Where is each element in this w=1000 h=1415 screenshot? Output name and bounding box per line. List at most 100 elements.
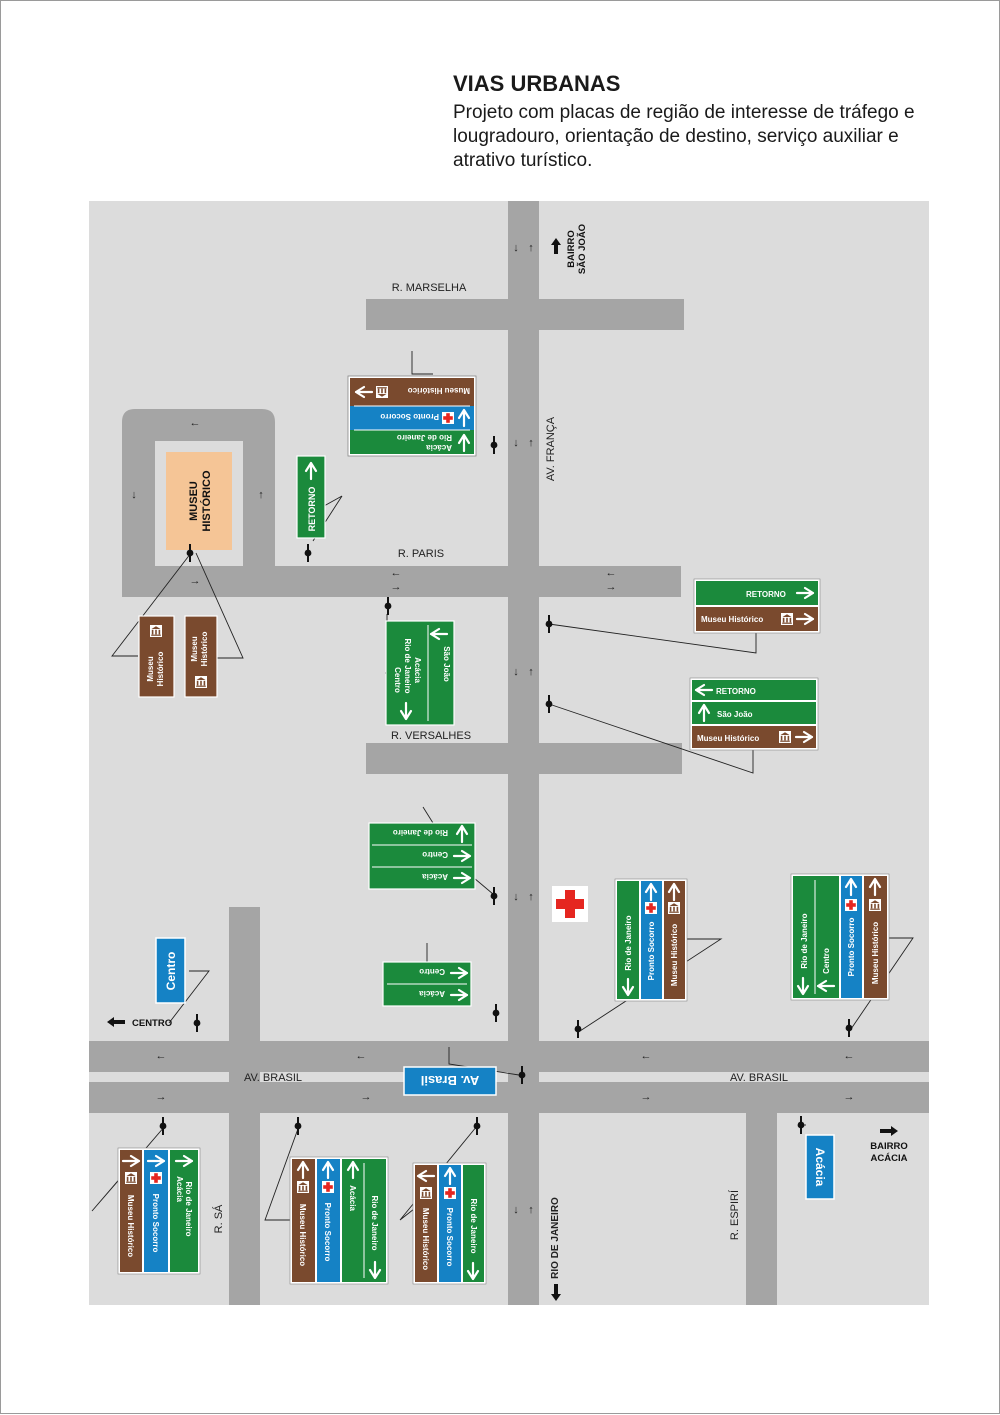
sign-s1-line3: Pronto Socorro xyxy=(380,412,439,421)
sign-bottom-right: Museu Histórico Pronto Socorro Rio de Ja… xyxy=(412,1162,487,1285)
sign-s8-centro: Centro xyxy=(419,967,445,976)
svg-text:←: ← xyxy=(606,567,617,579)
svg-text:↑: ↑ xyxy=(528,437,534,449)
street-franca: AV. FRANÇA xyxy=(545,416,557,481)
sign-three-row: RETORNO São João Museu Histórico xyxy=(689,677,819,751)
loop-road xyxy=(122,409,681,597)
svg-text:↑: ↑ xyxy=(258,489,264,501)
street-names: R. MARSELHA R. PARIS R. VERSALHES AV. BR… xyxy=(212,282,788,1279)
svg-text:←: ← xyxy=(391,567,402,579)
sign-s14-acacia: Acácia xyxy=(348,1185,357,1211)
sign-bottom-middle: Museu Histórico Pronto Socorro Acácia Ri… xyxy=(289,1156,389,1285)
west-arrow-icon xyxy=(107,1017,125,1027)
sign-acacia-blue: Acácia xyxy=(805,1134,835,1200)
street-sa: R. SÁ xyxy=(212,1204,225,1233)
sign-versalhes-upside: Acácia Centro Rio de Janeiro xyxy=(368,822,476,890)
svg-text:→: → xyxy=(156,1091,167,1103)
region-markers: BAIRRO SÃO JOÃO CENTRO BAIRRO ACÁCIA xyxy=(107,224,908,1301)
svg-text:←: ← xyxy=(190,417,201,429)
svg-text:↓: ↓ xyxy=(131,489,137,501)
sign-paris-vertical: São João Acácia Rio de Janeiro Centro xyxy=(385,620,455,726)
sign-s5-museu: Museu Histórico xyxy=(701,615,763,624)
sign-s12-text: Av. Brasil xyxy=(421,1073,480,1088)
sign-s4-acacia: Acácia xyxy=(413,657,422,683)
sign-s13-rio: Rio de Janeiro xyxy=(184,1181,193,1236)
region-acacia-2: ACÁCIA xyxy=(871,1153,908,1164)
sign-brasil-upside: Acácia Centro xyxy=(382,961,472,1007)
sign-av-brasil: Av. Brasil xyxy=(403,1066,497,1096)
region-centro: CENTRO xyxy=(132,1018,172,1029)
svg-text:→: → xyxy=(190,575,201,587)
sign-s11-centro: Centro xyxy=(822,948,831,974)
svg-text:←: ← xyxy=(641,1050,652,1062)
svg-text:↑: ↑ xyxy=(528,666,534,678)
sign-retorno-museu: RETORNO Museu Histórico xyxy=(693,578,821,634)
sign-museum-l-1: Museu xyxy=(146,656,155,681)
sign-s11-museu: Museu Histórico xyxy=(871,922,880,984)
sign-s9-centro: Centro xyxy=(164,952,178,991)
page-title: VIAS URBANAS xyxy=(453,71,621,96)
svg-text:↓: ↓ xyxy=(513,666,519,678)
leader-lines xyxy=(91,351,914,1221)
sign-s4-rio: Rio de Janeiro xyxy=(403,638,412,693)
sign-museum-right: Museu Histórico xyxy=(184,615,218,698)
region-sao-joao-1: BAIRRO xyxy=(566,230,577,267)
street-brasil-right: AV. BRASIL xyxy=(730,1072,788,1084)
sign-s15-ps: Pronto Socorro xyxy=(445,1208,454,1267)
sign-s13-museu: Museu Histórico xyxy=(126,1195,135,1257)
north-arrow-icon xyxy=(551,238,561,254)
sign-s11-ps: Pronto Socorro xyxy=(847,918,856,977)
sign-s6-museu: Museu Histórico xyxy=(697,734,759,743)
sign-s15-rio: Rio de Janeiro xyxy=(469,1198,478,1253)
svg-text:→: → xyxy=(391,581,402,593)
sign-museum-r-1: Museu xyxy=(190,636,199,661)
museum-building xyxy=(166,452,232,550)
svg-text:↑: ↑ xyxy=(528,1204,534,1216)
sign-s14-ps: Pronto Socorro xyxy=(323,1203,332,1262)
sign-s4-saojoao: São João xyxy=(442,646,451,682)
south-arrow-icon xyxy=(551,1284,561,1301)
svg-text:→: → xyxy=(361,1091,372,1103)
sign-museum-left: Museu Histórico xyxy=(138,615,175,698)
sign-four-column: Rio de Janeiro Centro Pronto Socorro Mus… xyxy=(790,873,890,1001)
sign-museum-r-2: Histórico xyxy=(200,632,209,667)
svg-text:↓: ↓ xyxy=(513,1204,519,1216)
sign-s10-rio: Rio de Janeiro xyxy=(624,915,633,970)
hospital-symbol xyxy=(552,886,588,922)
sign-hospital-vertical: Rio de Janeiro Pronto Socorro Museu Hist… xyxy=(614,878,688,1002)
sign-s7-centro: Centro xyxy=(422,850,448,859)
sign-s1-line1: Acácia xyxy=(426,443,452,452)
sign-s13-ps: Pronto Socorro xyxy=(151,1194,160,1253)
sign-s4-centro: Centro xyxy=(393,667,402,693)
sign-s10-ps: Pronto Socorro xyxy=(647,922,656,981)
svg-text:→: → xyxy=(641,1091,652,1103)
sign-s14-rio: Rio de Janeiro xyxy=(370,1195,379,1250)
region-acacia-1: BAIRRO xyxy=(870,1141,907,1152)
street-espiri: R. ESPIRÍ xyxy=(728,1189,741,1240)
sign-marselha-upside: Acácia Rio de Janeiro Pronto Socorro Mus… xyxy=(347,375,477,457)
svg-text:←: ← xyxy=(356,1050,367,1062)
svg-text:→: → xyxy=(606,581,617,593)
svg-text:↓: ↓ xyxy=(513,437,519,449)
sign-centro-blue: Centro xyxy=(155,937,186,1004)
sign-s8-acacia: Acácia xyxy=(419,989,445,998)
sign-s14-museu: Museu Histórico xyxy=(298,1204,307,1266)
sign-s1-line4: Museu Histórico xyxy=(408,386,470,395)
sign-s15-museu: Museu Histórico xyxy=(421,1208,430,1270)
sign-s16-acacia: Acácia xyxy=(813,1148,827,1187)
traffic-arrows: ↓↑ ↓↑ ↓↑ ↓↑ ↓↑ ← ↓ ↑ → ←→ ←→ ←←←← →→→→ xyxy=(131,242,854,1216)
sign-retorno-vertical: RETORNO xyxy=(296,455,326,539)
museum-label-1: MUSEU xyxy=(188,481,200,521)
sign-bottom-left: Museu Histórico Pronto Socorro Rio de Ja… xyxy=(117,1147,201,1275)
sign-s1-line2: Rio de Janeiro xyxy=(397,433,452,442)
sign-s11-rio: Rio de Janeiro xyxy=(800,913,809,968)
region-sao-joao-2: SÃO JOÃO xyxy=(577,224,588,274)
sign-museum-l-2: Histórico xyxy=(156,652,165,687)
sign-s7-acacia: Acácia xyxy=(422,872,448,881)
museum-label-2: HISTÓRICO xyxy=(200,470,213,532)
svg-text:↓: ↓ xyxy=(513,891,519,903)
sign-s5-retorno: RETORNO xyxy=(746,590,786,599)
east-arrow-icon xyxy=(880,1126,898,1136)
